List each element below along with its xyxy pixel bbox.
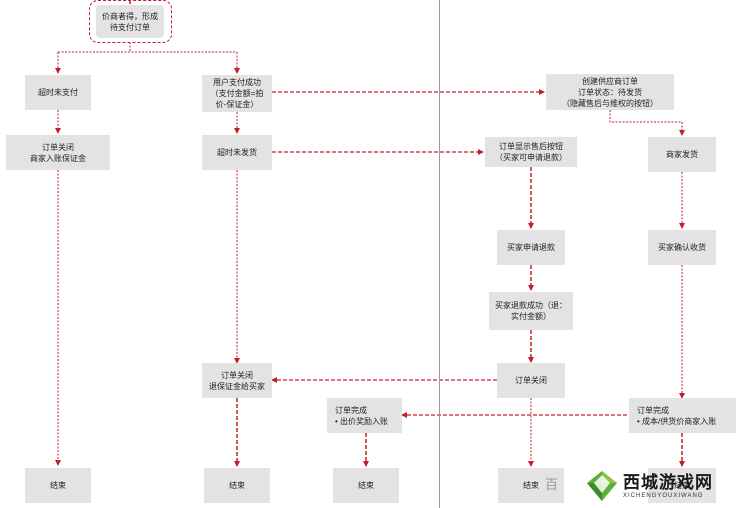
node-order-closed-deposit: 订单关闭 商家入账保证金	[6, 135, 110, 170]
node-order-complete-b: 订单完成 • 成本/供货价商家入账	[629, 398, 736, 433]
start-node: 价商者得，形成 待支付订单	[96, 5, 164, 38]
watermark-sub-text: XICHENGYOUXIWANG	[623, 492, 704, 499]
edge-create-to-ship	[609, 110, 685, 136]
node-show-aftersale: 订单显示售后按钮 （买家可申请退款）	[485, 137, 577, 167]
watermark-prefix: 百	[545, 477, 559, 492]
node-paid: 用户支付成功 （支付金额=拍 价-保证金）	[202, 75, 272, 112]
start-node-highlight	[89, 0, 172, 43]
lane-divider	[439, 0, 440, 508]
node-end-3: 结束	[333, 468, 399, 503]
node-create-supplier-order: 创建供应商订单 订单状态：待发货 （隐藏售后与维权的按钮）	[546, 74, 674, 110]
node-end-4: 结束	[498, 468, 564, 503]
node-end-1: 结束	[25, 468, 91, 503]
watermark: 西城游戏网 XICHENGYOUXIWANG	[585, 466, 735, 506]
node-order-closed-2: 订单关闭	[497, 363, 565, 398]
node-order-complete-a: 订单完成 • 出价奖励入账	[327, 398, 402, 433]
node-merchant-ship: 商家发货	[648, 137, 716, 172]
node-buyer-refund-request: 买家申请退款	[497, 230, 565, 265]
node-refund-success: 买家退款成功（退： 实付金额）	[489, 292, 573, 330]
node-timeout-unpaid: 超时未支付	[25, 75, 91, 110]
node-order-closed-refund: 订单关闭 退保证金给买家	[202, 363, 272, 398]
node-end-2: 结束	[204, 468, 270, 503]
diamond-logo-icon	[585, 469, 619, 503]
node-buyer-confirm: 买家确认收货	[648, 230, 716, 265]
node-end-5: 结束	[648, 468, 716, 503]
watermark-main-text: 西城游戏网	[623, 472, 713, 492]
node-timeout-unshipped: 超时未发货	[202, 135, 272, 170]
